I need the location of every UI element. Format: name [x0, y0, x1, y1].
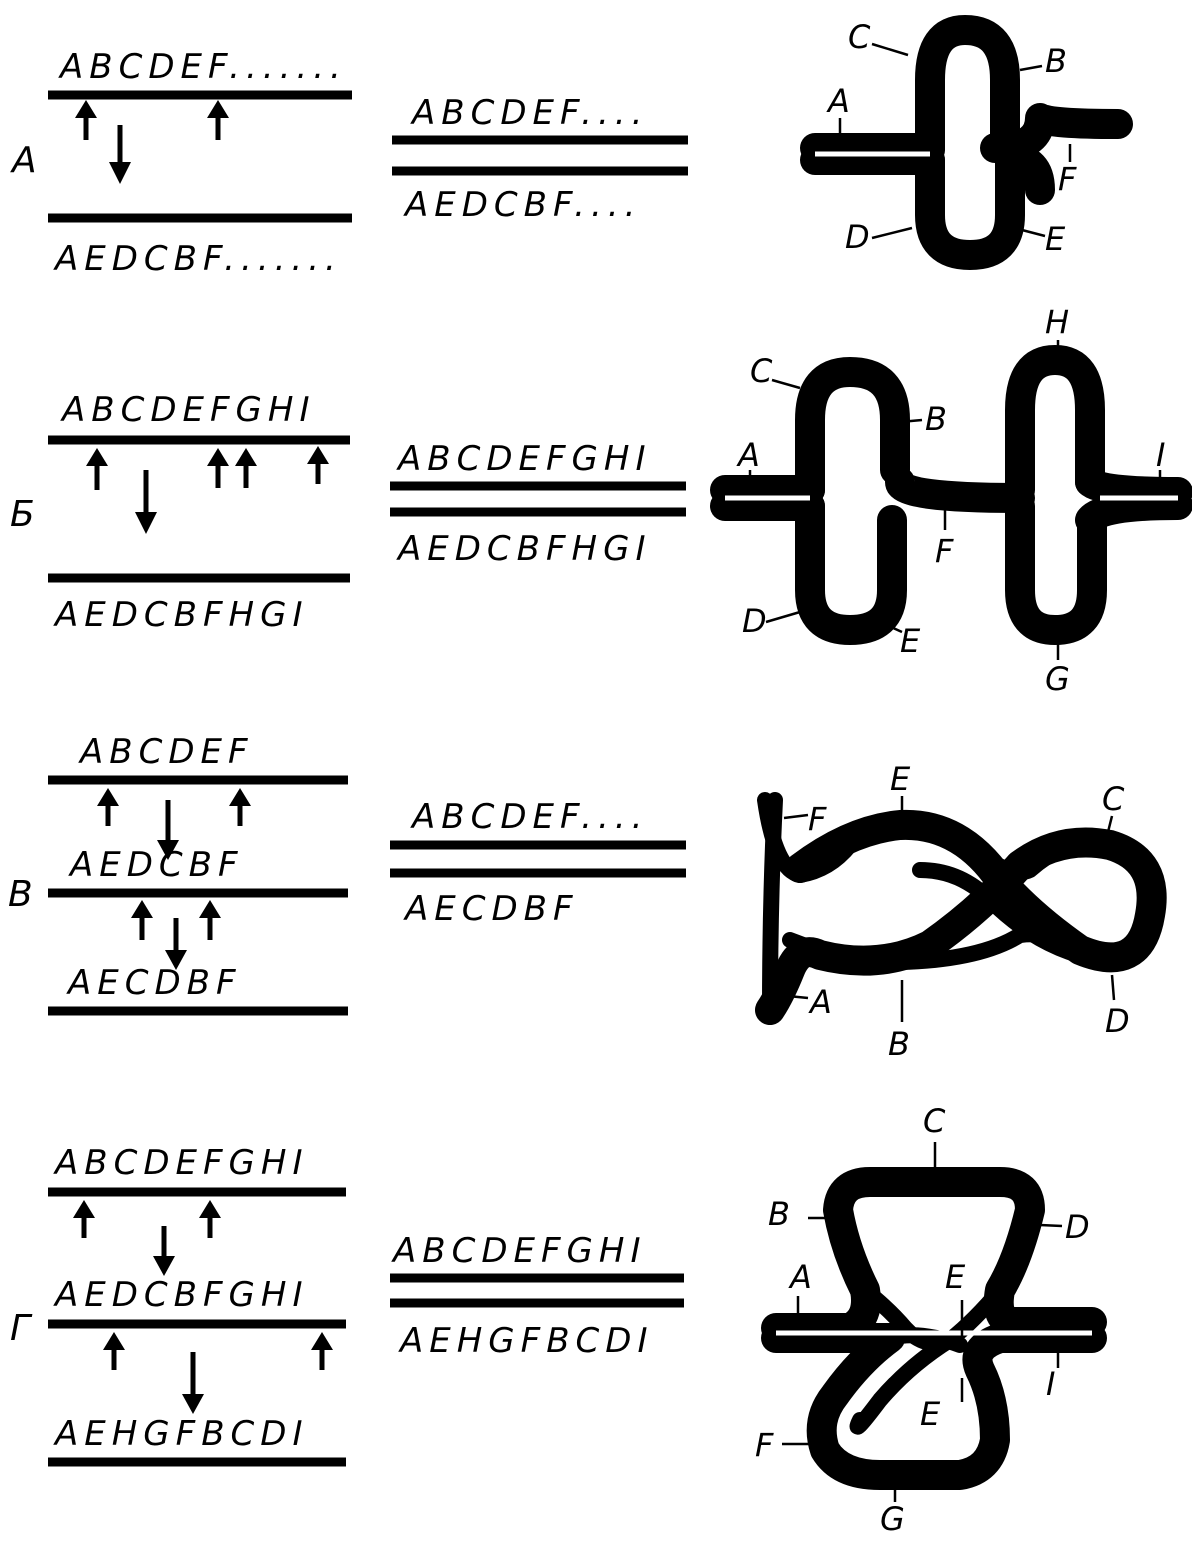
panel-b-paired-top: ABCDEFGHI	[396, 439, 651, 479]
panel-g-paired-bottom: AEHGFBCDI	[398, 1321, 653, 1361]
loop-label-a: A	[826, 82, 850, 120]
loop-label-e: E	[890, 760, 911, 798]
panel-b: Б ABCDEFGHI AEDCBFHGI ABCDEFGHI AEDCBFHG…	[10, 303, 1178, 698]
loop-label-d: D	[845, 218, 870, 256]
panel-v-break-arrow-4	[199, 900, 221, 940]
panel-g-inversion-arrow-1	[153, 1226, 175, 1276]
panel-b-break-arrow-3	[235, 448, 257, 488]
panel-a-inversion-arrow	[109, 125, 131, 184]
panel-b-break-arrow-2	[207, 448, 229, 488]
loop-label-c: C	[923, 1102, 946, 1140]
panel-g-step-3: AEHGFBCDI	[53, 1414, 308, 1454]
loop-label-d: D	[742, 602, 767, 640]
panel-a: А ABCDEF....... AEDCBF....... ABCDEF....…	[10, 18, 1118, 279]
loop-label-b: B	[888, 1025, 910, 1063]
loop-label-e: E	[900, 622, 921, 660]
panel-v-paired-bottom: AECDBF	[403, 889, 579, 929]
panel-g-paired-top: ABCDEFGHI	[391, 1231, 646, 1271]
loop-label-h: H	[1045, 303, 1069, 341]
panel-b-inversion-loops	[725, 360, 1178, 630]
panel-a-break-arrow-1	[75, 100, 97, 140]
loop-label-e-lower: E	[920, 1395, 941, 1433]
panel-v-paired-top: ABCDEF....	[410, 797, 648, 837]
loop-label-a: A	[808, 983, 832, 1021]
panel-g-step-1: ABCDEFGHI	[53, 1143, 308, 1183]
panel-a-step-1: ABCDEF.......	[58, 47, 347, 87]
loop-label-e: E	[1045, 220, 1066, 258]
loop-label-f: F	[935, 532, 954, 570]
loop-label-f: F	[808, 800, 827, 838]
panel-g-break-arrow-4	[311, 1332, 333, 1370]
loop-label-g: G	[880, 1500, 905, 1538]
loop-label-b: B	[768, 1195, 790, 1233]
panel-g-break-arrow-1	[73, 1200, 95, 1238]
loop-label-b: B	[1045, 42, 1067, 80]
row-label-v: В	[8, 874, 33, 915]
panel-b-inversion-arrow	[135, 470, 157, 534]
panel-v-step-1: ABCDEF	[78, 732, 254, 772]
loop-label-b: B	[925, 400, 947, 438]
loop-label-c: C	[848, 18, 871, 56]
loop-label-c: C	[1102, 780, 1125, 818]
panel-v-step-2: AEDCBF	[68, 845, 244, 885]
panel-v-step-3: AECDBF	[66, 963, 242, 1003]
panel-b-step-1: ABCDEFGHI	[60, 390, 315, 430]
panel-g-break-arrow-2	[199, 1200, 221, 1238]
panel-v-break-arrow-1	[97, 788, 119, 826]
panel-v: В ABCDEF AEDCBF AECDBF ABCDEF.... AECDBF…	[8, 732, 1152, 1063]
row-label-g: Г	[10, 1308, 33, 1349]
loop-label-i: I	[1046, 1365, 1055, 1403]
loop-label-d: D	[1105, 1002, 1130, 1040]
panel-g: Г ABCDEFGHI AEDCBFGHI AEHGFBCDI ABCDEFGH…	[10, 1102, 1092, 1538]
panel-b-paired-bottom: AEDCBFHGI	[396, 529, 651, 569]
panel-b-break-arrow-4	[307, 446, 329, 484]
loop-label-a: A	[736, 436, 760, 474]
loop-label-a: A	[788, 1258, 812, 1296]
panel-g-inversion-arrow-2	[182, 1352, 204, 1414]
panel-g-break-arrow-3	[103, 1332, 125, 1370]
loop-label-c: C	[750, 352, 773, 390]
row-label-b: Б	[10, 494, 35, 535]
panel-a-step-2: AEDCBF.......	[53, 239, 342, 279]
row-label-a: А	[10, 140, 37, 181]
loop-label-e-upper: E	[945, 1258, 966, 1296]
loop-label-f: F	[1058, 160, 1077, 198]
panel-v-break-arrow-2	[229, 788, 251, 826]
panel-b-break-arrow-1	[86, 448, 108, 490]
loop-label-d: D	[1065, 1208, 1090, 1246]
loop-label-g: G	[1045, 660, 1070, 698]
panel-a-break-arrow-2	[207, 100, 229, 140]
loop-label-f: F	[755, 1426, 774, 1464]
panel-a-paired-top: ABCDEF....	[410, 93, 648, 133]
panel-g-step-2: AEDCBFGHI	[53, 1275, 308, 1315]
panel-b-step-2: AEDCBFHGI	[53, 595, 308, 635]
panel-a-paired-bottom: AEDCBF....	[403, 185, 641, 225]
panel-v-break-arrow-3	[131, 900, 153, 940]
loop-label-i: I	[1156, 436, 1165, 474]
